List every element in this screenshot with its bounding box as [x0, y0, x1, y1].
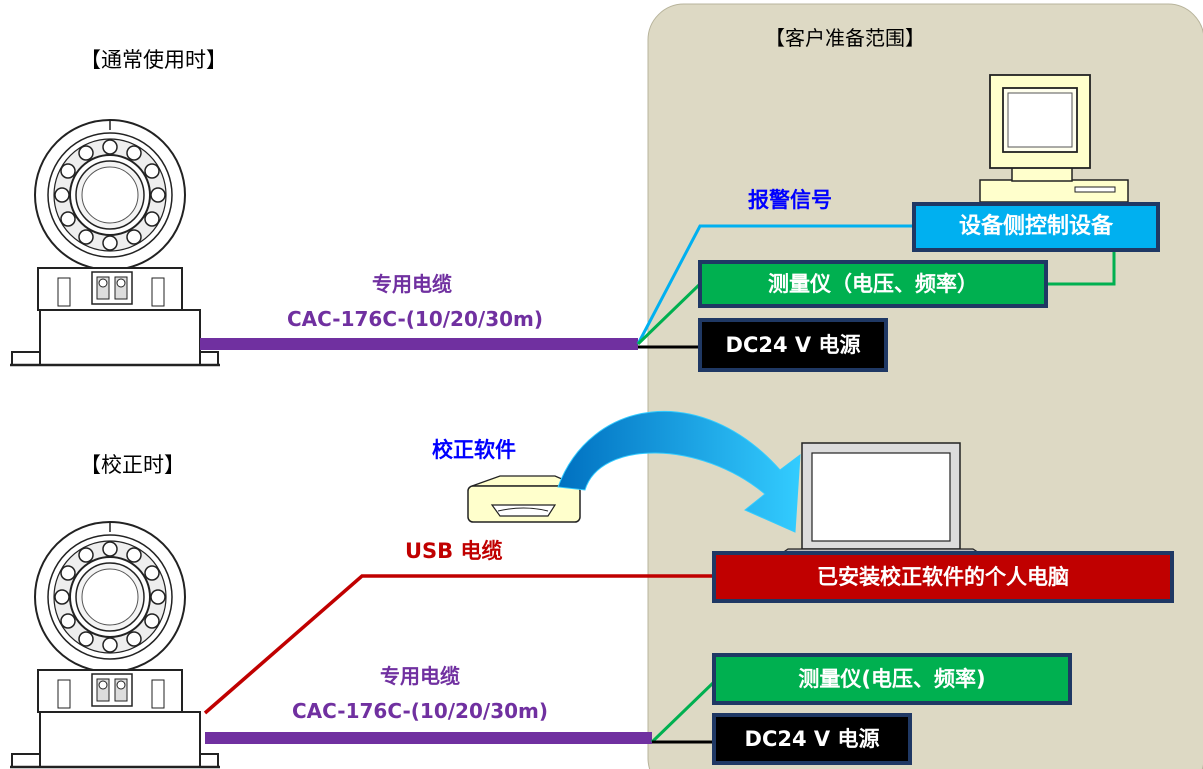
power-supply-box: DC24 V 电源: [698, 318, 888, 372]
curved-arrow-icon: [557, 411, 801, 533]
cable-model-label: CAC-176C-(10/20/30m): [292, 699, 549, 723]
cable-model-label: CAC-176C-(10/20/30m): [287, 307, 544, 331]
torque-sensor-icon: [8, 520, 222, 769]
usb-cable-label: USB 电缆: [405, 539, 503, 563]
measuring-instrument-box: 测量仪（电压、频率）: [698, 260, 1048, 308]
measure-to-control-wire: [1048, 250, 1116, 286]
calibration-pc-box: 已安装校正软件的个人电脑: [712, 551, 1174, 603]
measure-wire: [636, 282, 702, 346]
cable-name-label: 专用电缆: [380, 664, 460, 688]
measuring-instrument-box: 测量仪(电压、频率): [712, 653, 1072, 705]
power-supply-box: DC24 V 电源: [712, 713, 912, 765]
measure-wire: [650, 680, 716, 744]
calibration-label: 【校正时】: [80, 453, 185, 477]
calibration-software-label: 校正软件: [432, 438, 516, 462]
optical-drive-icon: [467, 475, 581, 523]
alarm-signal-label: 报警信号: [748, 188, 832, 212]
cable-name-label: 专用电缆: [372, 272, 452, 296]
customer-area-label: 【客户准备范围】: [765, 26, 925, 50]
control-device-box: 设备侧控制设备: [912, 202, 1160, 252]
laptop-icon: [770, 442, 993, 561]
normal-use-label: 【通常使用时】: [80, 48, 227, 72]
alarm-wire: [636, 224, 914, 345]
torque-sensor-icon: [8, 118, 222, 367]
usb-wire: [203, 574, 714, 715]
